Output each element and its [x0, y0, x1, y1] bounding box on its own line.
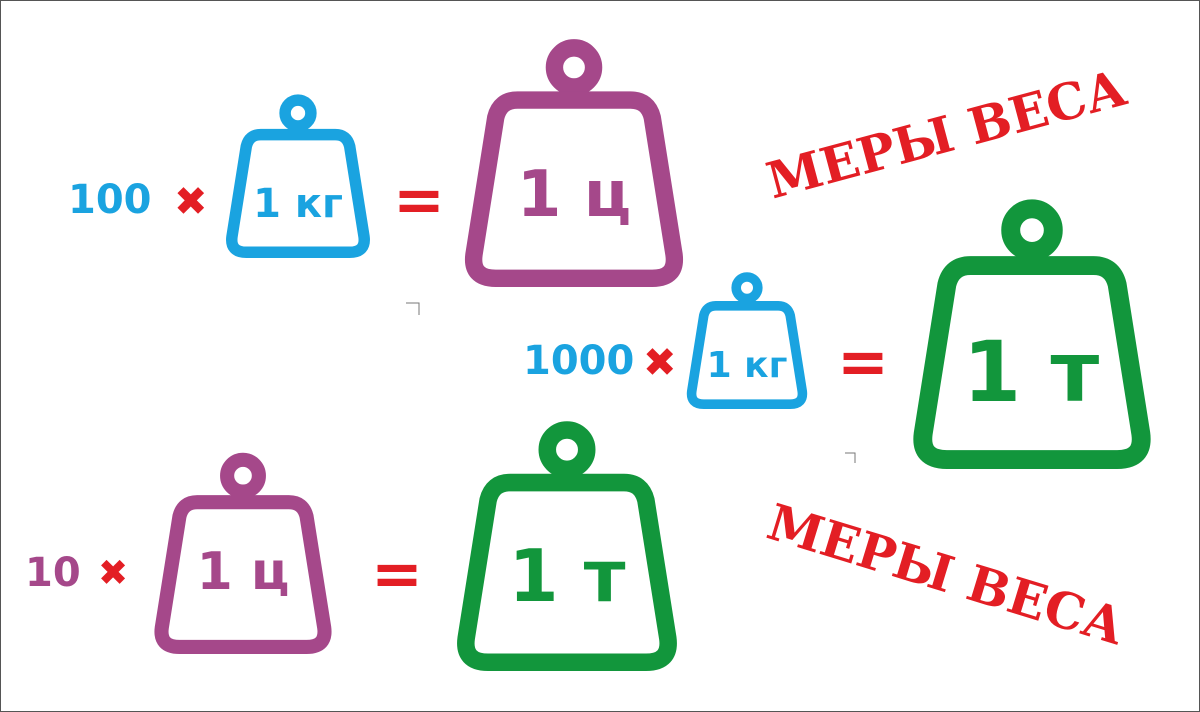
multiplier-10: 10 — [25, 550, 81, 596]
times-sign: ✖ — [643, 340, 677, 386]
equals-sign: = — [371, 537, 423, 610]
corner-mark — [845, 452, 856, 463]
big-weight-label: 1 ц — [517, 158, 631, 232]
equals-sign: = — [837, 325, 889, 398]
small-weight-label: 1 ц — [197, 542, 290, 602]
weight-icon-kg — [232, 100, 364, 252]
times-sign: ✖ — [98, 553, 128, 594]
small-weight-label: 1 кг — [253, 181, 343, 227]
multiplier-100: 100 — [68, 177, 152, 223]
multiplier-1000: 1000 — [523, 338, 634, 384]
big-weight-label: 1 т — [963, 323, 1100, 421]
equation-row-1: 100 ✖ 1 кг = 1 ц — [68, 48, 674, 278]
small-weight-label: 1 кг — [707, 345, 788, 386]
equation-row-3: 10 ✖ 1 ц = 1 т — [25, 430, 668, 662]
title-weight-measures-bottom: МЕРЫ ВЕСА — [761, 492, 1132, 657]
title-weight-measures-top: МЕРЫ ВЕСА — [760, 58, 1132, 211]
corner-mark — [406, 302, 420, 315]
big-weight-label: 1 т — [509, 534, 626, 618]
equals-sign: = — [393, 163, 445, 236]
equation-row-2: 1000 ✖ 1 кг = 1 т — [523, 209, 1141, 460]
times-sign: ✖ — [174, 179, 208, 225]
